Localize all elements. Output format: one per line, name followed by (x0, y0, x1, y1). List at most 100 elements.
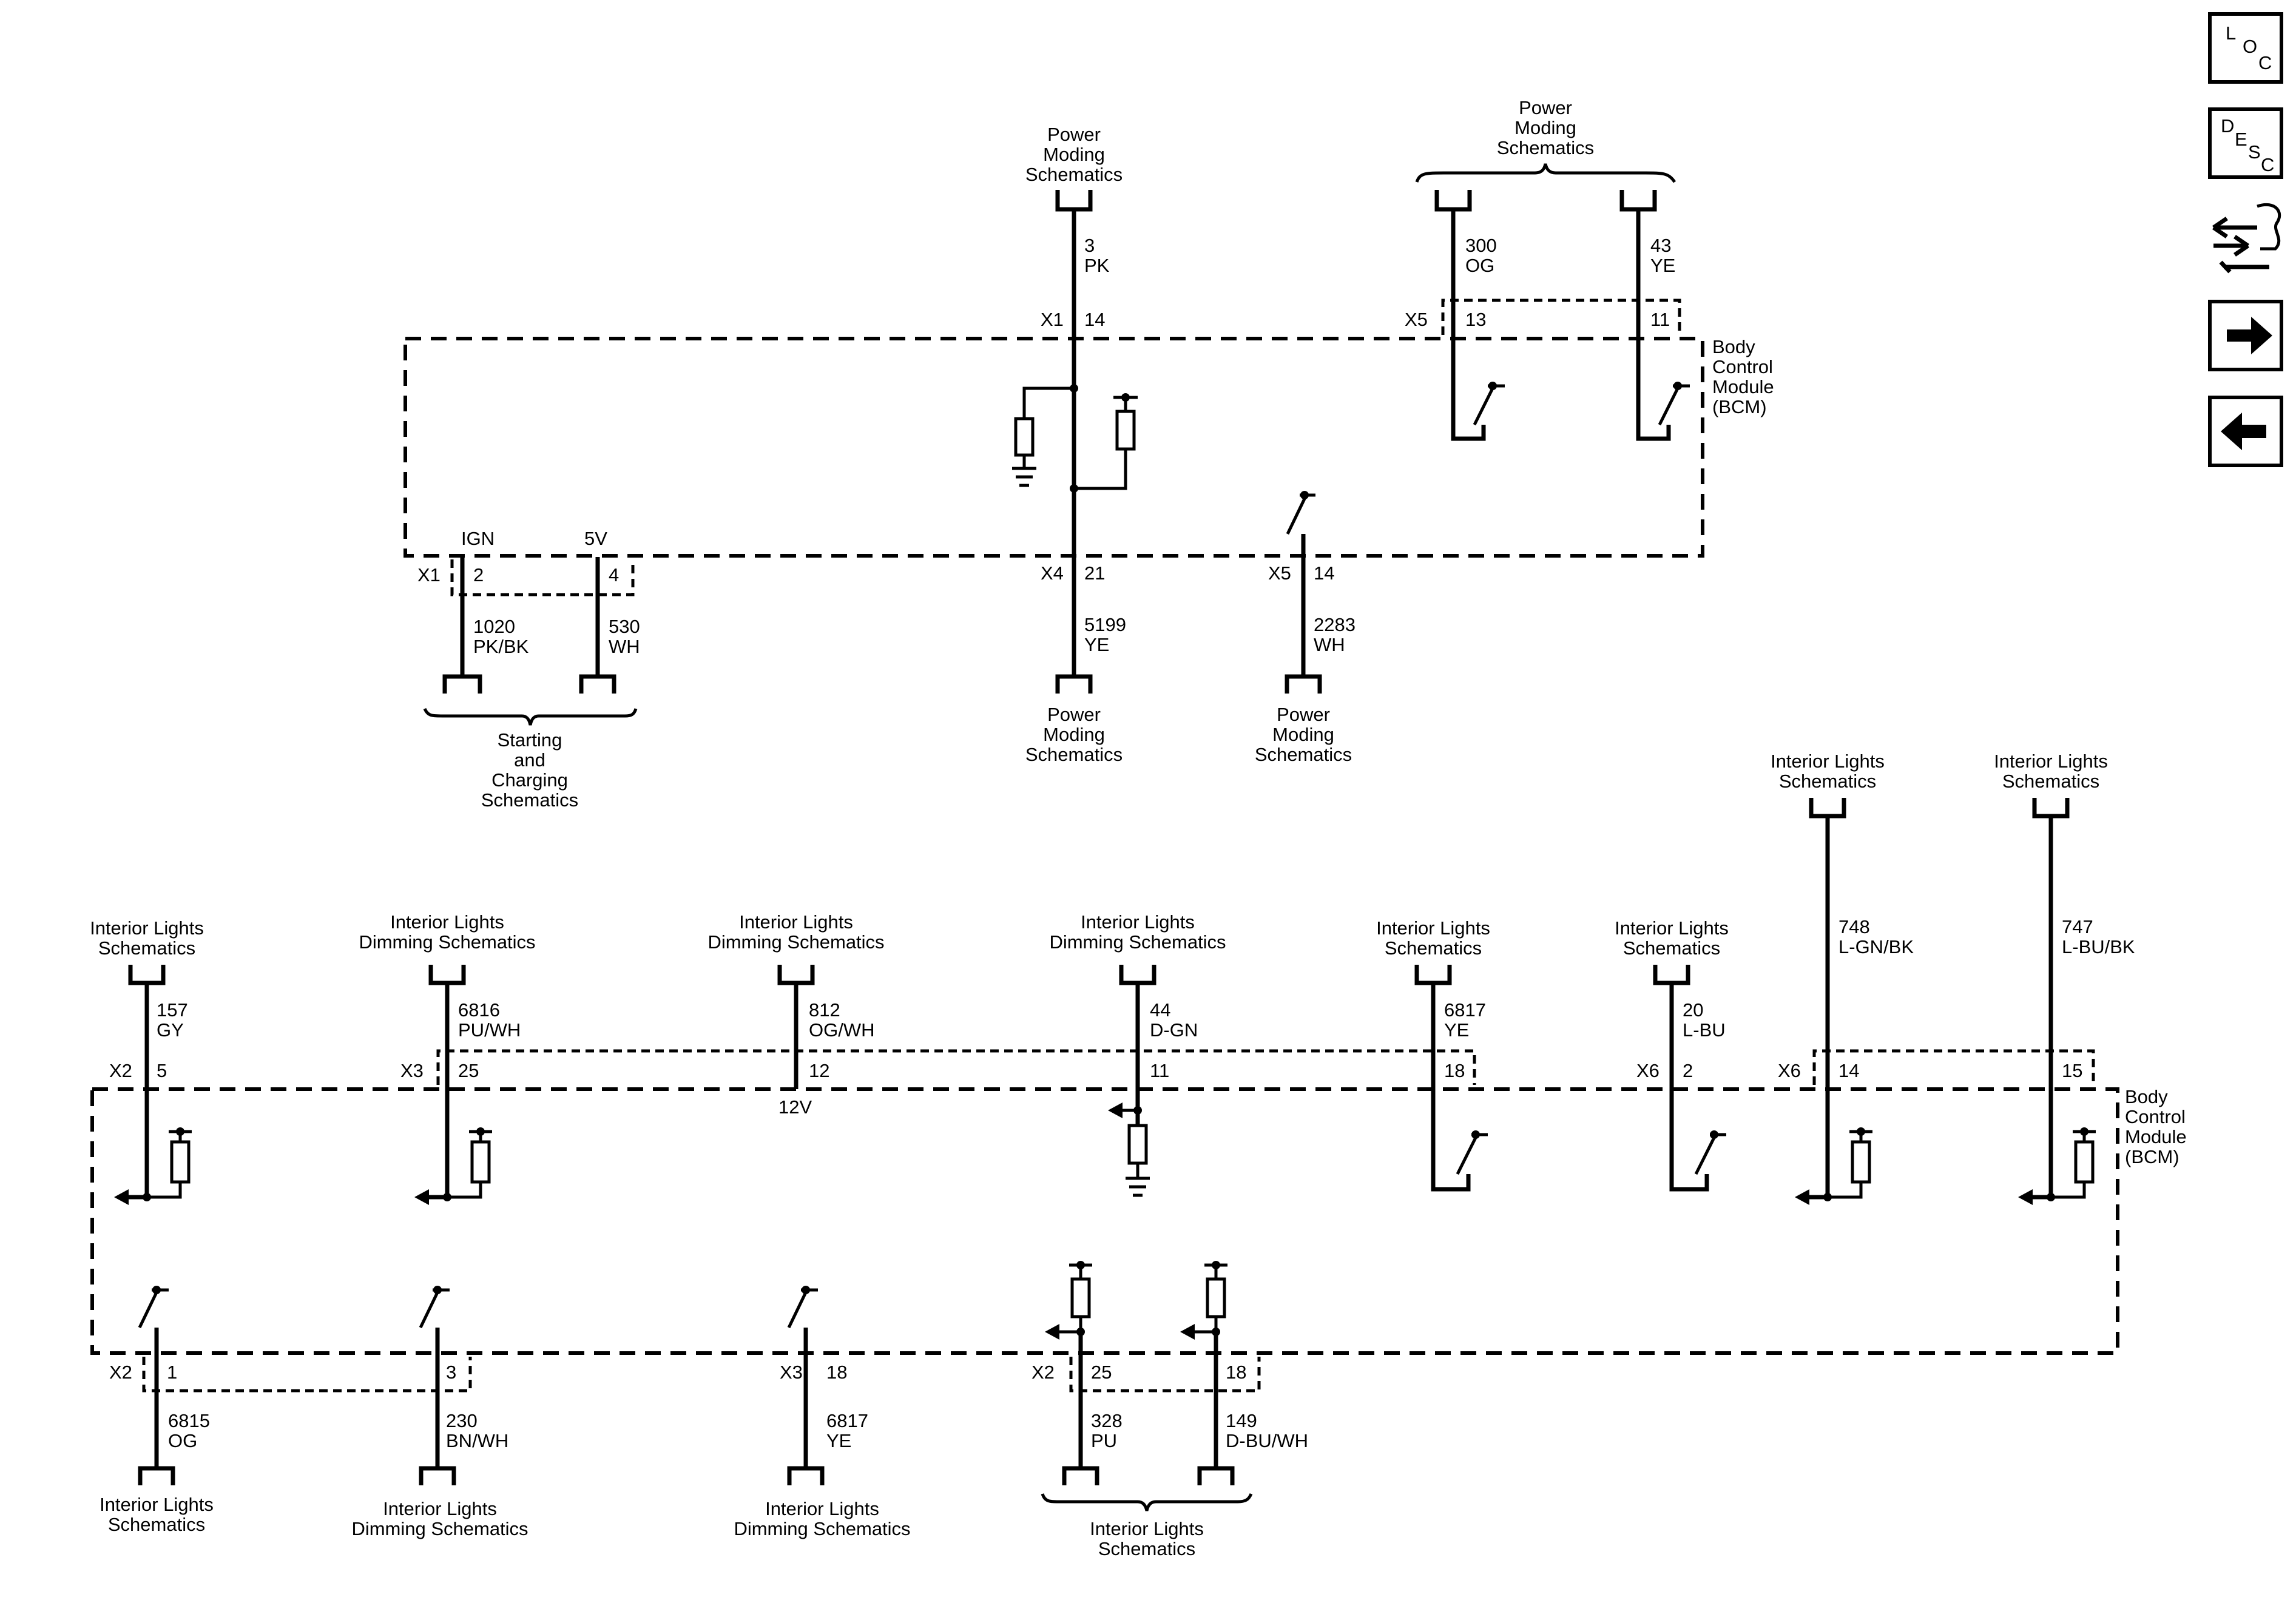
connector-id: X2 (1032, 1362, 1055, 1383)
interior-lights-label: Interior Lights (100, 1494, 214, 1515)
pin-number: 5 (157, 1060, 167, 1081)
circuit-149-dbuwh: 18 149 D-BU/WH Interior Lights Schematic… (1041, 1261, 1308, 1559)
circuit-2283-wh: X5 14 2283 WH Power Moding Schematics (1255, 491, 1356, 765)
starting-charging-label: Charging (491, 769, 568, 791)
connector-id: X2 (109, 1060, 132, 1081)
circuit-number: 149 (1226, 1410, 1257, 1431)
interior-lights-label: Schematics (1385, 937, 1482, 959)
connector-id: X3 (400, 1060, 424, 1081)
connector-id: X2 (109, 1362, 132, 1383)
wire-color: L-BU (1683, 1019, 1726, 1041)
interior-lights-label: Interior Lights (1771, 751, 1885, 772)
previous-page-button[interactable] (2208, 396, 2283, 467)
wire-color: WH (1314, 634, 1345, 655)
circuit-number: 812 (809, 999, 840, 1021)
circuit-748-lgnbk: Interior Lights Schematics 748 L-GN/BK X… (1771, 751, 1914, 1205)
interior-dimming-label: Interior Lights (1081, 911, 1195, 933)
upper-bcm-label-3: Module (1712, 376, 1774, 397)
power-moding-label: Schematics (1255, 744, 1352, 765)
pin-number: 2 (473, 564, 484, 586)
interior-lights-label: Schematics (1623, 937, 1720, 959)
connector-id: X1 (1041, 309, 1064, 330)
interior-dimming-label: Dimming Schematics (1049, 931, 1226, 953)
interior-lights-label: Interior Lights (1994, 751, 2108, 772)
circuit-number: 6815 (168, 1410, 210, 1431)
next-page-button[interactable] (2208, 300, 2283, 371)
circuit-number: 6817 (1444, 999, 1486, 1021)
circuit-6816-puwh: Interior Lights Dimming Schematics 6816 … (359, 911, 536, 1205)
pin-number: 18 (1226, 1362, 1246, 1383)
circuit-number: 300 (1465, 235, 1497, 256)
starting-charging-label: and (514, 749, 545, 771)
circuit-44-dgn: Interior Lights Dimming Schematics 44 D-… (1049, 911, 1226, 1197)
circuit-6815-og: X2 1 6815 OG Interior Lights Schematics (100, 1286, 214, 1535)
interior-dimming-label: Dimming Schematics (359, 931, 535, 953)
lower-bcm-label-2: Control (2125, 1106, 2186, 1127)
circuit-230-bnwh: 3 230 BN/WH Interior Lights Dimming Sche… (351, 1286, 528, 1539)
circuit-number: 5199 (1084, 614, 1126, 635)
circuit-number: 1020 (473, 616, 515, 637)
circuit-number: 328 (1091, 1410, 1123, 1431)
interior-lights-label: Schematics (2002, 771, 2099, 792)
interior-lights-label: Interior Lights (1376, 917, 1490, 939)
wire-color: PK/BK (473, 636, 529, 657)
circuit-number: 20 (1683, 999, 1703, 1021)
arrow-right-icon (2227, 317, 2272, 354)
pin-number: 14 (1084, 309, 1105, 330)
pin-number: 25 (1091, 1362, 1112, 1383)
interior-lights-label: Interior Lights (90, 917, 204, 939)
connector-id: X5 (1268, 562, 1291, 584)
pin-number: 18 (826, 1362, 847, 1383)
wire-color: GY (157, 1019, 184, 1041)
wire-color: WH (609, 636, 640, 657)
arrow-left-icon (2221, 413, 2266, 450)
connector-tool-icon[interactable] (2212, 203, 2281, 274)
pin-number: 18 (1444, 1060, 1465, 1081)
wire-color: OG/WH (809, 1019, 875, 1041)
connector-id: X6 (1778, 1060, 1801, 1081)
pin-number: 21 (1084, 562, 1105, 584)
connector-id: X6 (1636, 1060, 1660, 1081)
wire-color: D-BU/WH (1226, 1430, 1308, 1451)
wire-color: OG (1465, 255, 1494, 276)
lower-bcm-module: Body Control Module (BCM) (90, 1086, 2187, 1355)
interior-dimming-label: Interior Lights (390, 911, 504, 933)
loc-label-l: L (2226, 22, 2236, 44)
circuit-number: 157 (157, 999, 188, 1021)
loc-button[interactable]: L O C (2208, 12, 2283, 84)
circuit-number: 530 (609, 616, 640, 637)
signal-label: 12V (778, 1096, 812, 1118)
pin-number: 12 (809, 1060, 829, 1081)
starting-charging-label: Schematics (481, 789, 578, 811)
circuit-number: 2283 (1314, 614, 1356, 635)
upper-bcm-module: Body Control Module (BCM) (403, 336, 1774, 558)
pin-number: 25 (458, 1060, 479, 1081)
lower-bcm-label-3: Module (2125, 1126, 2187, 1147)
power-moding-label: Schematics (1497, 137, 1594, 158)
loc-label-c: C (2258, 52, 2272, 73)
circuit-747-lbubk: Interior Lights Schematics 747 L-BU/BK 1… (1994, 751, 2135, 1205)
interior-dimming-label: Interior Lights (383, 1498, 497, 1519)
pin-number: 15 (2062, 1060, 2082, 1081)
circuit-number: 748 (1838, 916, 1870, 937)
circuit-number: 3 (1084, 235, 1095, 256)
pin-number: 3 (446, 1362, 456, 1383)
pin-number: 14 (1314, 562, 1334, 584)
wire-color: YE (1650, 255, 1675, 276)
connector-id: X4 (1041, 562, 1064, 584)
circuit-number: 44 (1150, 999, 1170, 1021)
desc-label-d: D (2221, 115, 2234, 137)
interior-lights-label: Schematics (108, 1514, 205, 1535)
wire-color: PU/WH (458, 1019, 521, 1041)
wire-color: YE (826, 1430, 851, 1451)
signal-label: IGN (461, 528, 495, 549)
circuit-328-pu: X2 25 328 PU (1032, 1261, 1123, 1485)
starting-charging-label: Starting (498, 729, 562, 751)
desc-label-s: S (2248, 141, 2261, 163)
interior-lights-label: Schematics (1098, 1538, 1195, 1559)
lower-bcm-label-4: (BCM) (2125, 1146, 2180, 1167)
wire-color: L-GN/BK (1838, 936, 1914, 957)
connector-id: X1 (417, 564, 441, 586)
wire-color: BN/WH (446, 1430, 508, 1451)
desc-button[interactable]: D E S C (2208, 107, 2283, 179)
